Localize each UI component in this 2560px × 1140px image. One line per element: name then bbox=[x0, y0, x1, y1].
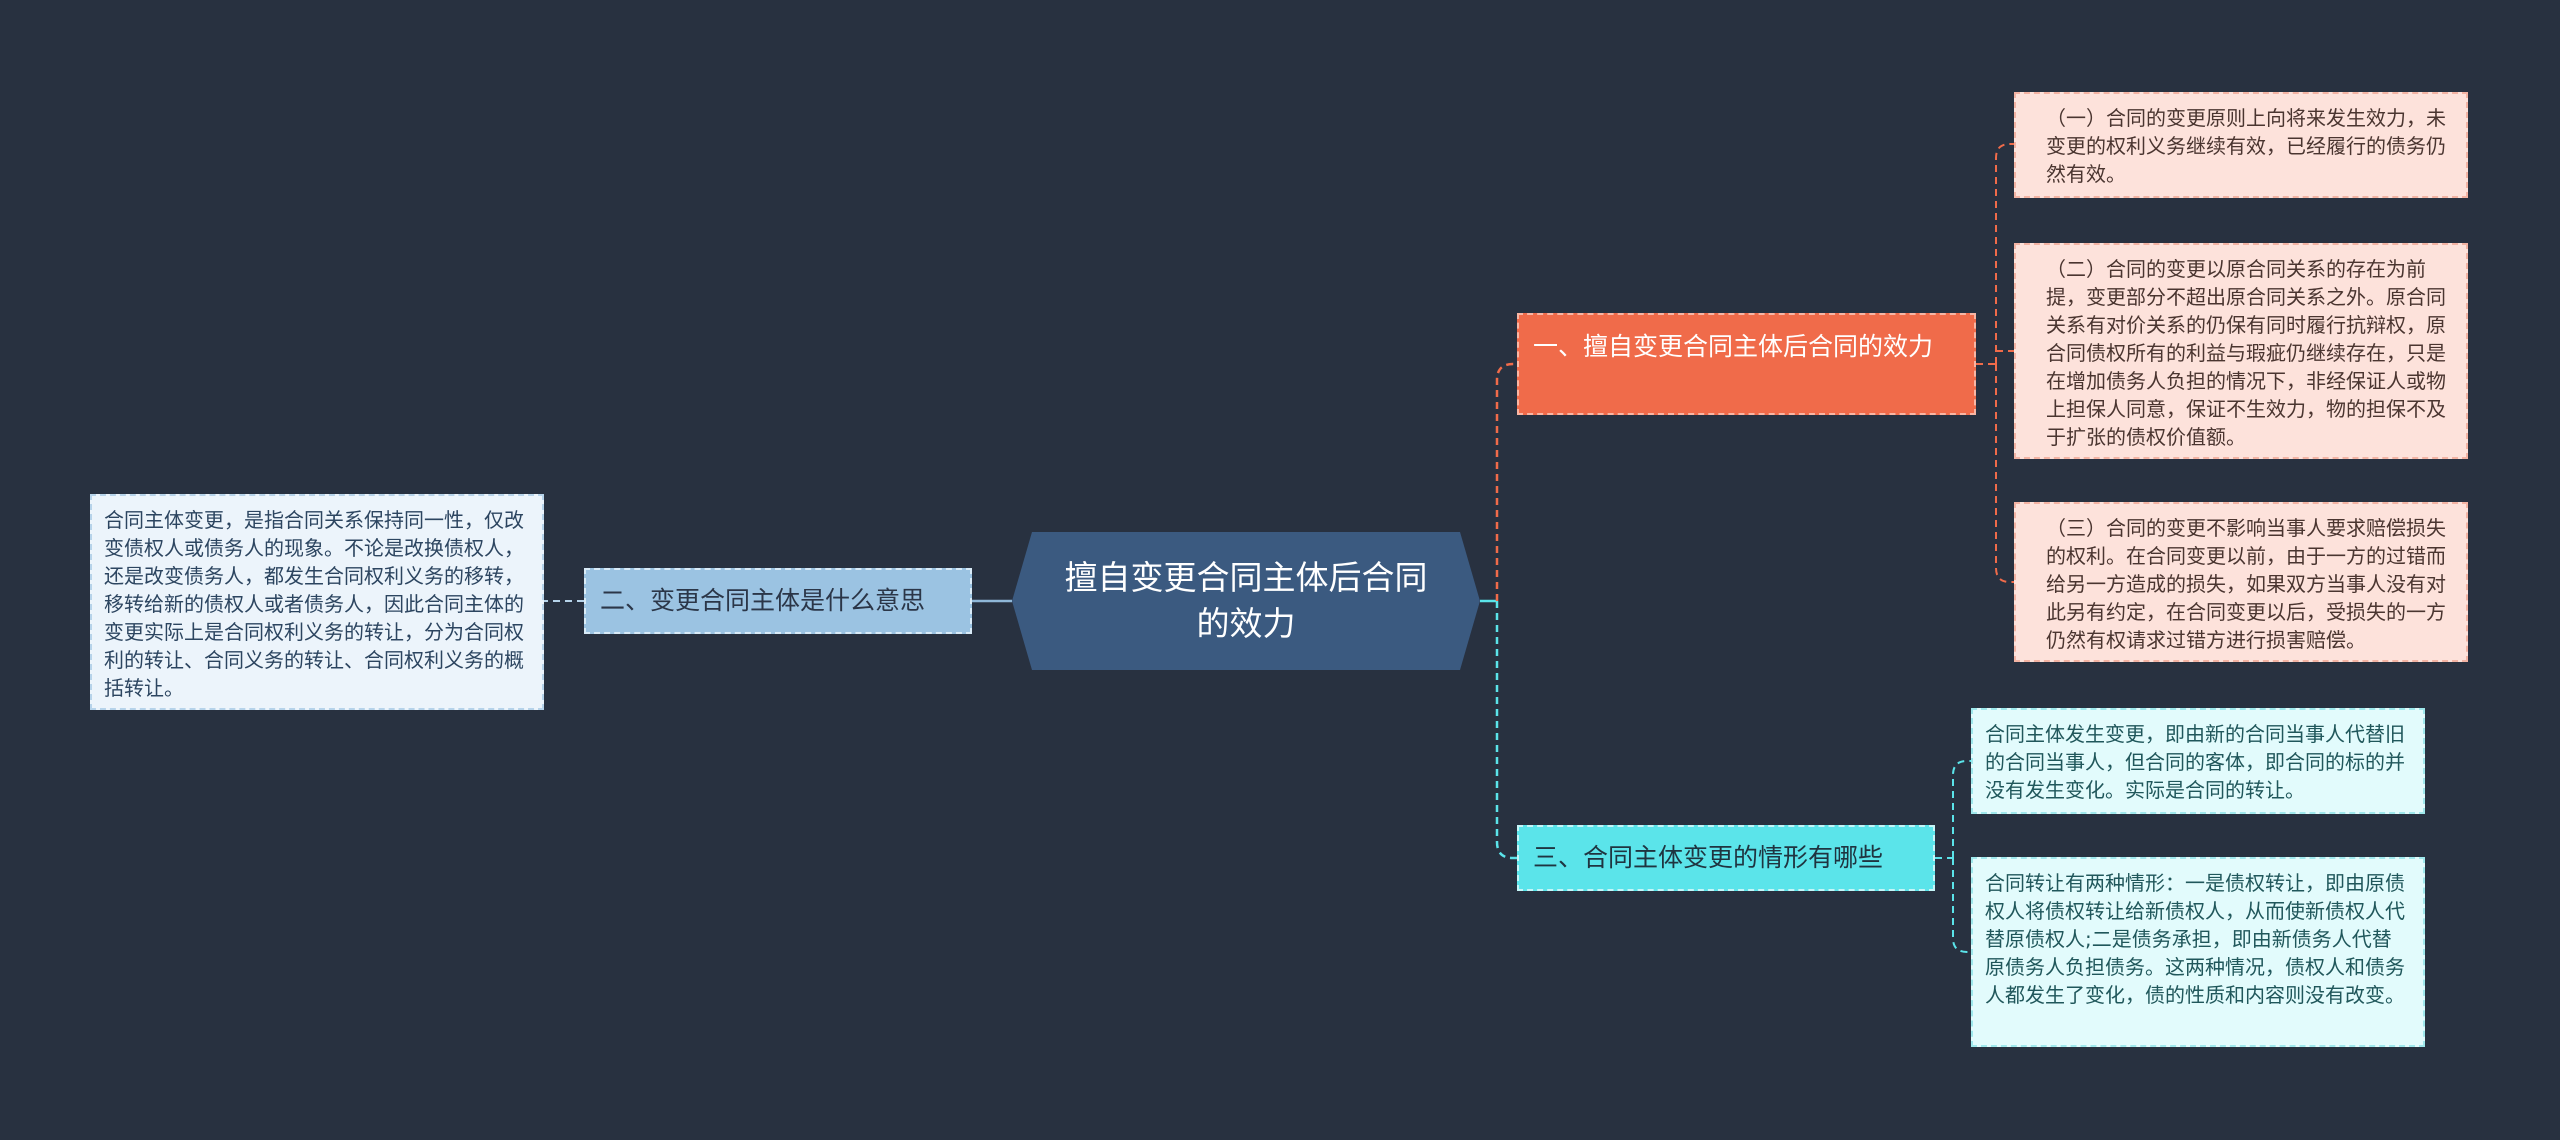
link-root-branch-3 bbox=[1495, 601, 1517, 860]
leaf-topic[interactable]: 合同主体变更，是指合同关系保持同一性，仅改变债权人或债务人的现象。不论是改换债权… bbox=[90, 494, 544, 710]
branch-topic-situations[interactable]: 三、合同主体变更的情形有哪些 bbox=[1517, 825, 1935, 891]
leaf-topic[interactable]: （一）合同的变更原则上向将来发生效力，未变更的权利义务继续有效，已经履行的债务仍… bbox=[2014, 92, 2468, 198]
leaf-topic[interactable]: 合同主体发生变更，即由新的合同当事人代替旧的合同当事人，但合同的客体，即合同的标… bbox=[1971, 708, 2425, 814]
branch-topic-label: 三、合同主体变更的情形有哪些 bbox=[1533, 843, 1884, 872]
leaf-topic-text: （三）合同的变更不影响当事人要求赔偿损失的权利。在合同变更以前，由于一方的过错而… bbox=[2046, 516, 2446, 652]
branch-topic-label: 二、变更合同主体是什么意思 bbox=[600, 586, 926, 615]
root-topic-label: 擅自变更合同主体后合同的效力 bbox=[1064, 558, 1428, 643]
leaf-topic[interactable]: 合同转让有两种情形：一是债权转让，即由原债权人将债权转让给新债权人，从而使新债权… bbox=[1971, 857, 2425, 1047]
leaf-topic-text: 合同主体发生变更，即由新的合同当事人代替旧的合同当事人，但合同的客体，即合同的标… bbox=[1985, 722, 2405, 802]
branch-topic-effect[interactable]: 一、擅自变更合同主体后合同的效力 bbox=[1517, 313, 1976, 415]
leaf-topic-text: （二）合同的变更以原合同关系的存在为前提，变更部分不超出原合同关系之外。原合同关… bbox=[2046, 257, 2446, 449]
link-branch-3-leaf-1 bbox=[1952, 760, 1971, 858]
leaf-topic-text: （一）合同的变更原则上向将来发生效力，未变更的权利义务继续有效，已经履行的债务仍… bbox=[2046, 106, 2446, 186]
leaf-topic-text: 合同主体变更，是指合同关系保持同一性，仅改变债权人或债务人的现象。不论是改换债权… bbox=[104, 508, 524, 700]
link-root-branch-1 bbox=[1495, 362, 1517, 601]
root-topic[interactable]: 擅自变更合同主体后合同的效力 bbox=[1012, 532, 1480, 670]
branch-topic-label: 一、擅自变更合同主体后合同的效力 bbox=[1533, 332, 1934, 361]
branch-topic-meaning[interactable]: 二、变更合同主体是什么意思 bbox=[584, 568, 972, 634]
link-branch-3-leaf-2 bbox=[1952, 858, 1971, 953]
link-branch-1-leaf-3 bbox=[1995, 364, 2014, 583]
leaf-topic[interactable]: （二）合同的变更以原合同关系的存在为前提，变更部分不超出原合同关系之外。原合同关… bbox=[2014, 243, 2468, 459]
leaf-topic-text: 合同转让有两种情形：一是债权转让，即由原债权人将债权转让给新债权人，从而使新债权… bbox=[1985, 871, 2405, 1007]
leaf-topic[interactable]: （三）合同的变更不影响当事人要求赔偿损失的权利。在合同变更以前，由于一方的过错而… bbox=[2014, 502, 2468, 662]
link-branch-1-leaf-1 bbox=[1995, 143, 2014, 364]
